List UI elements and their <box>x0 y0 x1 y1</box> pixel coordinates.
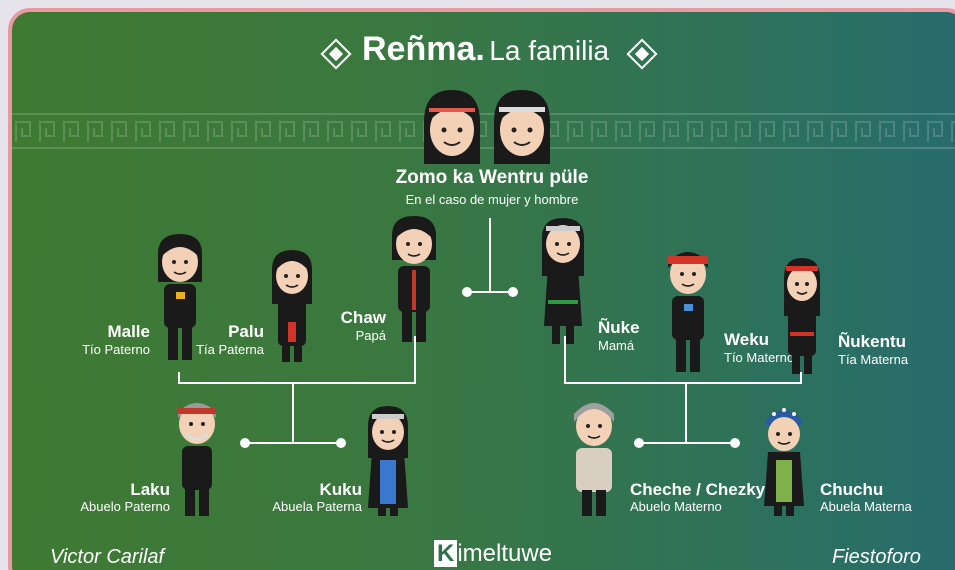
zomo-head-figure <box>424 90 480 164</box>
chaw-name: Chaw <box>340 308 386 327</box>
palu-role: Tía Paterna <box>196 342 264 357</box>
connector-line <box>178 372 180 384</box>
weku-role: Tío Materno <box>724 350 795 365</box>
malle-name: Malle <box>107 322 150 341</box>
connector-dot <box>336 438 346 448</box>
footer-author: Victor Carilaf <box>50 546 165 568</box>
malle-figure <box>158 234 202 360</box>
nuke-figure <box>542 218 584 344</box>
title-light: La familia <box>489 35 610 66</box>
connector-dot <box>634 438 644 448</box>
connector-line <box>564 336 566 384</box>
cheche-name: Cheche / Chezky <box>630 480 766 499</box>
cheche-figure <box>574 403 614 516</box>
page-title: Reñma. La familia <box>362 30 609 69</box>
pattern-band <box>12 108 955 154</box>
infographic-card: Reñma. La familia Zomo ka Wentru püle En… <box>8 8 955 570</box>
connector-dot <box>240 438 250 448</box>
connector-line <box>467 291 513 293</box>
connector-line <box>800 372 802 384</box>
nuke-name: Ñuke <box>598 318 640 337</box>
malle-role: Tío Paterno <box>82 342 150 357</box>
brand-rest: imeltuwe <box>457 540 553 567</box>
connector-line <box>244 442 342 444</box>
laku-figure <box>178 403 216 516</box>
nuke-role: Mamá <box>598 338 635 353</box>
chuchu-role: Abuela Materna <box>820 499 912 514</box>
weku-name: Weku <box>724 330 770 349</box>
chuchu-name: Chuchu <box>820 480 884 499</box>
chuchu-figure <box>764 408 804 516</box>
title-bold: Reñma. <box>362 30 485 68</box>
nukentu-role: Tía Materna <box>838 352 909 367</box>
kuku-role: Abuela Paterna <box>272 499 362 514</box>
palu-figure <box>272 250 312 362</box>
kuku-name: Kuku <box>319 480 363 499</box>
connector-dot <box>508 287 518 297</box>
laku-role: Abuelo Paterno <box>80 499 170 514</box>
couple-subtitle: En el caso de mujer y hombre <box>405 192 579 207</box>
connector-line <box>489 218 491 292</box>
connector-dot <box>462 287 472 297</box>
brand-mark: K <box>434 540 458 567</box>
connector-line <box>685 382 687 444</box>
connector-line <box>564 382 802 384</box>
chaw-figure <box>392 216 436 342</box>
weku-figure <box>668 252 708 372</box>
nukentu-name: Ñukentu <box>838 332 906 351</box>
diamond-ornament-icon <box>626 38 658 70</box>
nukentu-figure <box>784 258 820 374</box>
wentru-head-figure <box>494 90 550 164</box>
laku-name: Laku <box>130 480 170 499</box>
connector-line <box>292 382 294 444</box>
connector-line <box>638 442 736 444</box>
footer-credit: Fiestoforo <box>832 546 921 568</box>
palu-name: Palu <box>228 322 264 341</box>
connector-line <box>414 336 416 384</box>
chaw-role: Papá <box>355 328 386 343</box>
connector-line <box>178 382 416 384</box>
cheche-role: Abuelo Materno <box>630 499 722 514</box>
couple-name: Zomo ka Wentru püle <box>395 167 589 188</box>
diamond-ornament-icon <box>320 38 352 70</box>
kuku-figure <box>368 406 408 516</box>
connector-dot <box>730 438 740 448</box>
